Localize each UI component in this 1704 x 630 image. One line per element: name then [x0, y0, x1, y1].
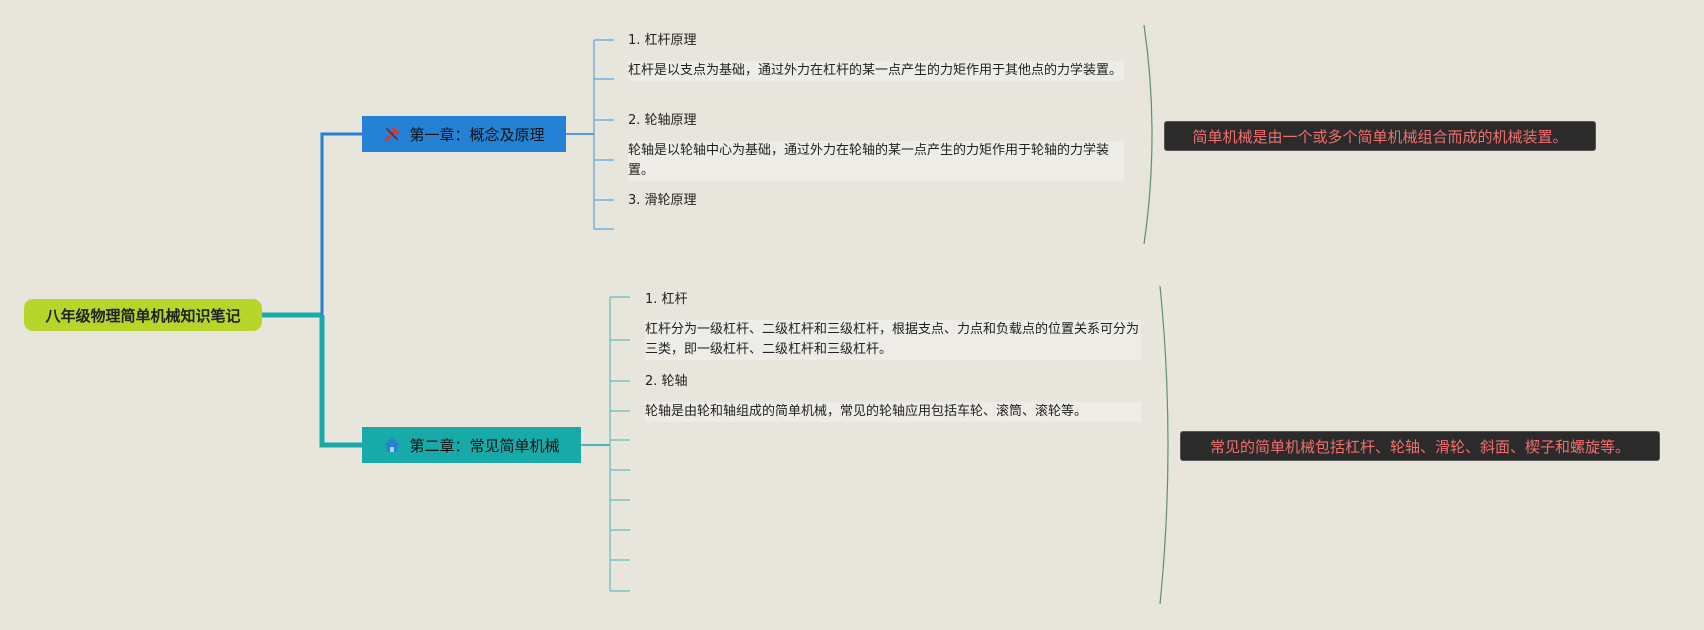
chapter-1-summary-text: 简单机械是由一个或多个简单机械组合而成的机械装置。	[1192, 127, 1568, 146]
chapter-1-item-1: 1. 杠杆原理	[628, 33, 697, 48]
tools-icon	[383, 125, 401, 143]
chapter-2-item-3: 2. 轮轴	[645, 374, 688, 389]
chapter-1-item-4: 轮轴是以轮轴中心为基础，通过外力在轮轴的某一点产生的力矩作用于轮轴的力学装置。	[628, 141, 1124, 181]
chapter-1-item-2: 杠杆是以支点为基础，通过外力在杠杆的某一点产生的力矩作用于其他点的力学装置。	[628, 61, 1124, 81]
chapter-2-summary[interactable]: 常见的简单机械包括杠杆、轮轴、滑轮、斜面、楔子和螺旋等。	[1180, 431, 1660, 461]
chapter-1-summary[interactable]: 简单机械是由一个或多个简单机械组合而成的机械装置。	[1164, 121, 1596, 151]
chapter-1-item-3: 2. 轮轴原理	[628, 113, 697, 128]
house-icon	[383, 436, 401, 454]
root-topic[interactable]: 八年级物理简单机械知识笔记	[24, 299, 262, 331]
chapter-2-item-4: 轮轴是由轮和轴组成的简单机械，常见的轮轴应用包括车轮、滚筒、滚轮等。	[645, 402, 1141, 422]
chapter-1-label: 第一章：概念及原理	[409, 125, 545, 144]
chapter-2-label: 第二章：常见简单机械	[409, 436, 560, 455]
chapter-2-item-1: 1. 杠杆	[645, 292, 688, 307]
chapter-2-topic[interactable]: 第二章：常见简单机械	[362, 427, 581, 463]
chapter-1-item-5: 3. 滑轮原理	[628, 193, 697, 208]
chapter-1-topic[interactable]: 第一章：概念及原理	[362, 116, 566, 152]
chapter-2-item-2: 杠杆分为一级杠杆、二级杠杆和三级杠杆，根据支点、力点和负载点的位置关系可分为三类…	[645, 320, 1141, 360]
root-topic-label: 八年级物理简单机械知识笔记	[45, 306, 241, 325]
chapter-2-summary-text: 常见的简单机械包括杠杆、轮轴、滑轮、斜面、楔子和螺旋等。	[1209, 437, 1630, 456]
